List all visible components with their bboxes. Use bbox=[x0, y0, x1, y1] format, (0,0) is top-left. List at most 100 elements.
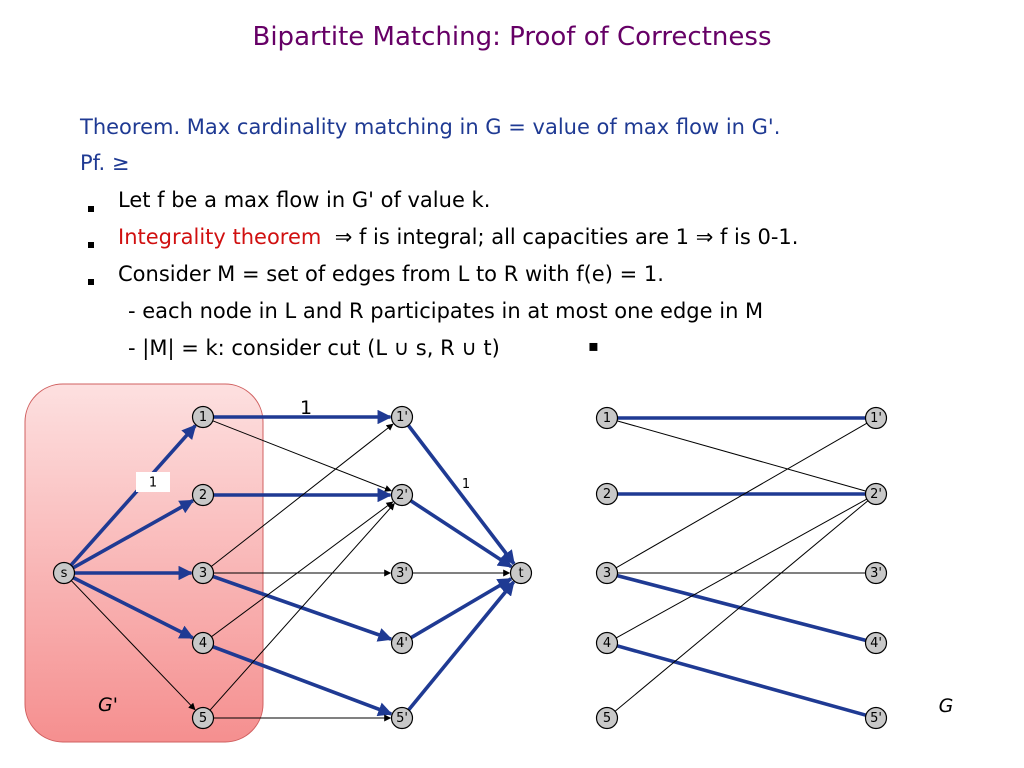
flow-edge-4-2p bbox=[211, 501, 394, 638]
match-node-5-circle bbox=[595, 706, 619, 730]
flow-node-3p: 3' bbox=[390, 561, 414, 585]
flow-node-4: 4 bbox=[191, 631, 215, 655]
flow-node-1p-circle bbox=[390, 405, 414, 429]
match-node-5p: 5' bbox=[864, 706, 888, 730]
match-node-3p: 3' bbox=[864, 561, 888, 585]
flow-node-2-label: 2 bbox=[199, 488, 207, 503]
match-node-1p: 1' bbox=[864, 406, 888, 430]
bullet-marker bbox=[88, 206, 94, 212]
flow-node-1-circle bbox=[191, 405, 215, 429]
match-edge-1-2p bbox=[616, 420, 867, 492]
flow-edge-s-5 bbox=[70, 580, 196, 711]
flow-edge-1-2p bbox=[212, 420, 392, 492]
flow-node-4p: 4' bbox=[390, 631, 414, 655]
flow-edge-3-1p bbox=[210, 423, 394, 567]
proof-label: Pf. ≥ bbox=[80, 151, 130, 175]
bullet-2: Integrality theorem ⇒ f is integral; all… bbox=[118, 225, 798, 249]
flow-node-3p-circle bbox=[390, 561, 414, 585]
flow-node-5: 5 bbox=[191, 706, 215, 730]
sub-bullet-1: - each node in L and R participates in a… bbox=[128, 299, 764, 323]
edge-label-1-1p: 1 bbox=[300, 397, 312, 419]
flow-node-5p-label: 5' bbox=[396, 711, 408, 726]
flow-node-t-label: t bbox=[518, 566, 523, 581]
flow-edge-5-2p bbox=[209, 503, 395, 711]
match-node-3-circle bbox=[595, 561, 619, 585]
match-node-5p-label: 5' bbox=[870, 711, 882, 726]
flow-edge-2p-t bbox=[409, 499, 513, 569]
match-node-2: 2 bbox=[595, 482, 619, 506]
flow-node-5-label: 5 bbox=[199, 711, 207, 726]
edge-label-1p-t: 1 bbox=[462, 477, 470, 492]
bullet-3: Consider M = set of edges from L to R wi… bbox=[118, 262, 664, 286]
bullet-2-rest: ⇒ f is integral; all capacities are 1 ⇒ … bbox=[334, 225, 799, 249]
match-node-2p-circle bbox=[864, 482, 888, 506]
sub-bullet-2: - |M| = k: consider cut (L ∪ s, R ∪ t) bbox=[128, 336, 500, 360]
flow-node-4p-circle bbox=[390, 631, 414, 655]
edge-label-s-2: 1 bbox=[149, 476, 157, 491]
flow-node-4-label: 4 bbox=[199, 636, 207, 651]
match-node-4p-label: 4' bbox=[870, 636, 882, 651]
flow-node-t-circle bbox=[509, 561, 533, 585]
flow-node-2: 2 bbox=[191, 483, 215, 507]
flow-edges bbox=[69, 409, 516, 722]
flow-edge-3-4p bbox=[212, 574, 393, 642]
flow-node-2-circle bbox=[191, 483, 215, 507]
match-node-5p-circle bbox=[864, 706, 888, 730]
integrality-theorem-link: Integrality theorem bbox=[118, 225, 322, 249]
flow-node-2p-circle bbox=[390, 483, 414, 507]
match-node-1: 1 bbox=[595, 406, 619, 430]
bullet-marker bbox=[88, 242, 94, 248]
match-edge-3-4p bbox=[616, 573, 867, 643]
flow-edge-s-2 bbox=[72, 499, 195, 570]
flow-edge-5p-t bbox=[407, 580, 516, 712]
match-node-2p: 2' bbox=[864, 482, 888, 506]
bullet-marker bbox=[88, 279, 94, 285]
match-node-2-label: 2 bbox=[603, 487, 611, 502]
flow-node-3p-label: 3' bbox=[396, 566, 408, 581]
flow-node-5p: 5' bbox=[390, 706, 414, 730]
flow-edge-1p-t bbox=[406, 424, 516, 566]
qed-mark: ▪ bbox=[588, 336, 599, 355]
match-edge-4-2p bbox=[615, 498, 868, 639]
flow-node-1: 1 bbox=[191, 405, 215, 429]
match-node-3p-label: 3' bbox=[870, 566, 882, 581]
flow-node-4-circle bbox=[191, 631, 215, 655]
flow-nodes: s 1 2 3 4 5 1' 2' 3' 4' 5' t bbox=[52, 405, 533, 730]
flow-node-2p-label: 2' bbox=[396, 488, 408, 503]
match-node-3-label: 3 bbox=[603, 566, 611, 581]
slide-title: Bipartite Matching: Proof of Correctness bbox=[252, 22, 772, 52]
flow-node-3-circle bbox=[191, 561, 215, 585]
match-node-1p-circle bbox=[864, 406, 888, 430]
match-edge-3-1p bbox=[615, 422, 868, 569]
theorem-statement: Theorem. Max cardinality matching in G =… bbox=[80, 115, 781, 139]
match-node-4-circle bbox=[595, 631, 619, 655]
flow-node-2p: 2' bbox=[390, 483, 414, 507]
match-node-2p-label: 2' bbox=[870, 487, 882, 502]
flow-node-5-circle bbox=[191, 706, 215, 730]
match-node-1-label: 1 bbox=[603, 411, 611, 426]
match-node-4: 4 bbox=[595, 631, 619, 655]
match-node-4p: 4' bbox=[864, 631, 888, 655]
flow-node-5p-circle bbox=[390, 706, 414, 730]
match-node-3: 3 bbox=[595, 561, 619, 585]
edge-label-box bbox=[136, 472, 170, 492]
flow-node-3: 3 bbox=[191, 561, 215, 585]
matching-nodes: 1 2 3 4 5 1' 2' 3' 4' 5' bbox=[595, 406, 888, 730]
graph-label-g: G bbox=[939, 695, 954, 717]
match-node-4p-circle bbox=[864, 631, 888, 655]
flow-edge-4p-t bbox=[410, 577, 513, 640]
match-node-5: 5 bbox=[595, 706, 619, 730]
flow-node-1p: 1' bbox=[390, 405, 414, 429]
flow-node-4p-label: 4' bbox=[396, 636, 408, 651]
match-edge-5-2p bbox=[614, 500, 869, 712]
flow-node-3-label: 3 bbox=[199, 566, 207, 581]
flow-node-s-label: s bbox=[61, 566, 68, 581]
flow-edge-4-5p bbox=[212, 645, 393, 717]
match-node-5-label: 5 bbox=[603, 711, 611, 726]
flow-node-1p-label: 1' bbox=[396, 410, 408, 425]
match-edge-4-5p bbox=[616, 644, 867, 717]
flow-edge-s-1 bbox=[69, 424, 197, 567]
graph-label-g-prime: G' bbox=[98, 694, 118, 716]
flow-edge-s-4 bbox=[72, 576, 195, 640]
